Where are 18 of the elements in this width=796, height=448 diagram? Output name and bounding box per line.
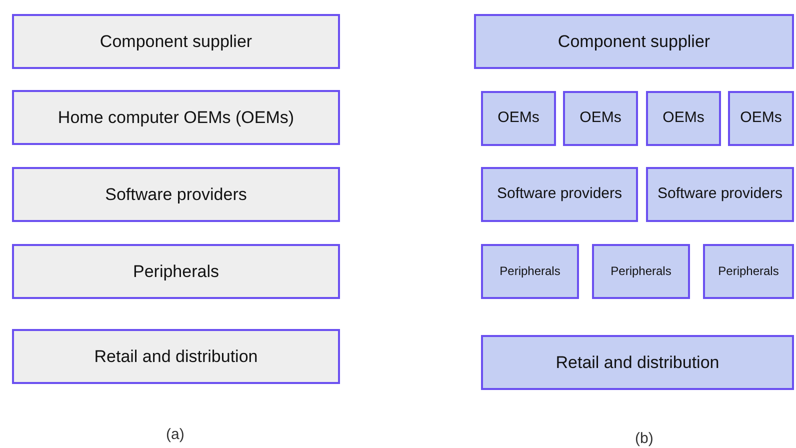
layer-box: Software providers [646,167,794,222]
layer-box: Peripherals [703,244,794,299]
layer-box: Retail and distribution [12,329,340,384]
layer-box: Software providers [481,167,638,222]
layer-box: Component supplier [474,14,794,69]
layer-box: OEMs [563,91,638,146]
layer-box: Peripherals [12,244,340,299]
layer-box: Component supplier [12,14,340,69]
panel-label: (a) [166,426,184,443]
layer-box: Home computer OEMs (OEMs) [12,90,340,145]
layer-box: OEMs [646,91,721,146]
layer-box: Peripherals [592,244,690,299]
layer-box: OEMs [481,91,556,146]
layer-box: Peripherals [481,244,579,299]
layer-box: Retail and distribution [481,335,794,390]
layer-box: Software providers [12,167,340,222]
layer-box: OEMs [728,91,794,146]
panel-label: (b) [635,430,654,447]
